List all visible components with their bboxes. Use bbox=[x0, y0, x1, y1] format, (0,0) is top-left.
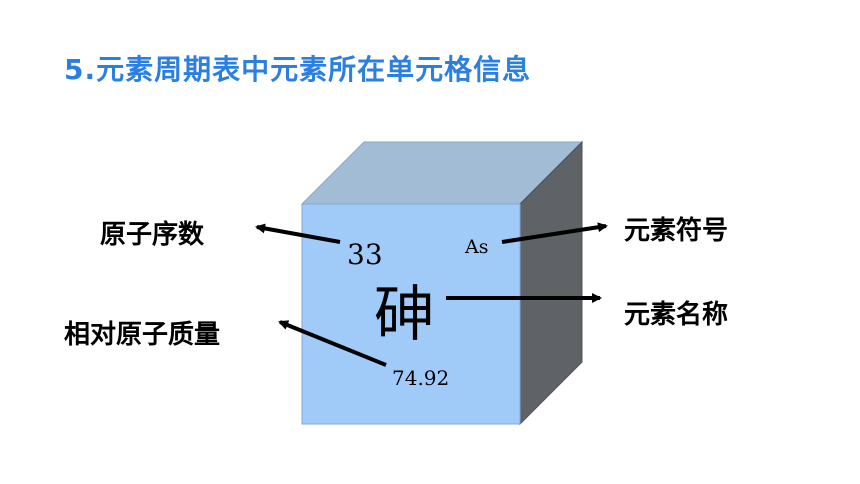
arrow-atomic-mass bbox=[278, 320, 387, 367]
arrow-symbol bbox=[501, 222, 608, 244]
atomic-number-value: 33 bbox=[347, 238, 383, 271]
label-atomic-number: 原子序数 bbox=[100, 220, 205, 250]
label-name: 元素名称 bbox=[624, 300, 729, 330]
element-symbol-value: As bbox=[465, 236, 489, 258]
slide-title: 5.元素周期表中元素所在单元格信息 bbox=[64, 53, 532, 86]
element-name-value: 砷 bbox=[374, 280, 434, 350]
arrow-atomic-number bbox=[255, 223, 341, 244]
atomic-mass-value: 74.92 bbox=[392, 366, 450, 390]
label-symbol: 元素符号 bbox=[624, 216, 729, 246]
label-atomic-mass: 相对原子质量 bbox=[64, 320, 221, 350]
